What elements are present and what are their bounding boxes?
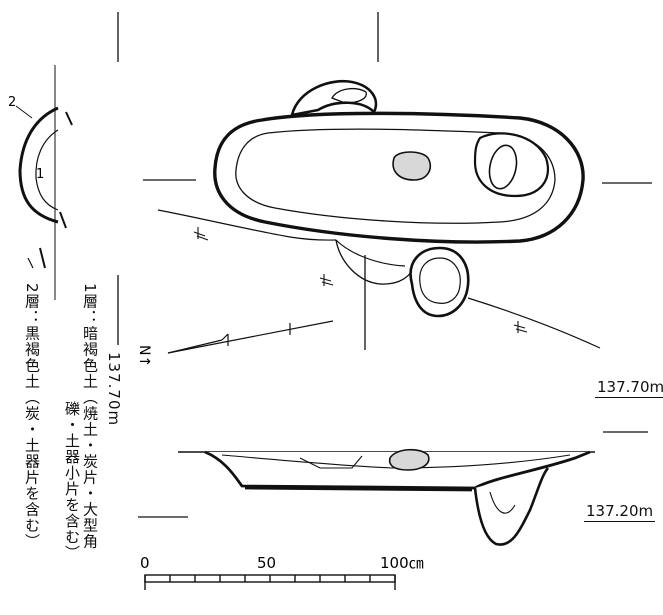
terrain-line-left [157, 209, 337, 241]
legend-layer1-line2: 礫・土器小片を含む） [63, 401, 81, 561]
layer2-number: 2 [8, 95, 16, 110]
stone-section [388, 448, 430, 471]
scale-tick-50: 50 [257, 554, 276, 572]
main-pit-outline [213, 111, 585, 244]
scale-tick-100: 100㎝ [380, 554, 424, 572]
elevation-section-right: 137.20m [584, 502, 656, 522]
side-section [15, 65, 73, 300]
slope-hachures [193, 227, 528, 333]
pit-lower-inner [419, 257, 461, 304]
pit-upper-inner [331, 87, 367, 104]
reference-lines [117, 12, 652, 518]
bottom-section [178, 448, 595, 546]
elevation-plan-right: 137.70m [595, 378, 663, 398]
lower-bulge [335, 239, 417, 285]
terrain-line-right [467, 297, 601, 349]
plan-view [157, 79, 601, 354]
elevation-plan-side: 137.70m [105, 352, 123, 427]
layer1-number: 1 [36, 167, 44, 182]
section-layer-line [221, 454, 571, 469]
scale-tick-0: 0 [140, 554, 150, 572]
stone-plan [392, 151, 432, 181]
inner-pit-right-core [488, 144, 518, 190]
section-profile [204, 450, 591, 490]
north-arrow [167, 320, 334, 354]
main-pit-inner [235, 128, 556, 224]
legend-layer2: 2層：黒褐色土（炭・土器片を含む） [23, 283, 41, 550]
section-pit [473, 467, 550, 546]
scale-bar [144, 574, 396, 590]
legend-layer1-line1: 1層：暗褐色土（焼土・炭片・大型角 [81, 283, 99, 550]
north-label: N↑ [136, 345, 152, 367]
side-section-outline [18, 106, 59, 224]
inner-pit-right [473, 132, 549, 198]
side-section-layer-boundary [35, 129, 59, 211]
layer2-leader-line [15, 105, 33, 119]
